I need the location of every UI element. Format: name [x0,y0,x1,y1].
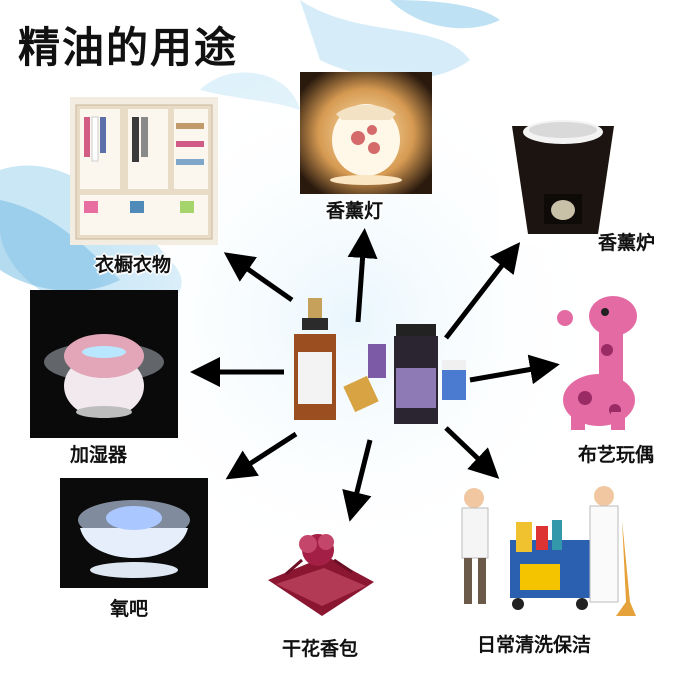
use-label-plush-toy: 布艺玩偶 [578,444,655,466]
flower-sachet-icon [262,520,380,626]
use-label-cleaning: 日常清洗保洁 [477,634,592,656]
page-title: 精油的用途 [18,23,239,72]
essential-oil-bottles-icon [288,290,470,430]
oxygen-bar-icon [60,478,208,588]
plush-giraffe-icon [555,290,645,432]
use-label-aroma-burner: 香薰炉 [598,232,656,254]
aroma-burner-icon [498,104,628,244]
use-label-oxygen-bar: 氧吧 [110,598,149,620]
aroma-lamp-icon [300,72,432,194]
use-label-flower-sachet: 干花香包 [282,638,359,660]
cleaning-staff-icon [440,480,640,620]
use-label-humidifier: 加湿器 [70,444,128,466]
humidifier-icon [30,290,178,438]
use-label-wardrobe: 衣橱衣物 [95,254,172,276]
wardrobe-icon [70,97,218,245]
use-label-aroma-lamp: 香薰灯 [326,200,384,222]
